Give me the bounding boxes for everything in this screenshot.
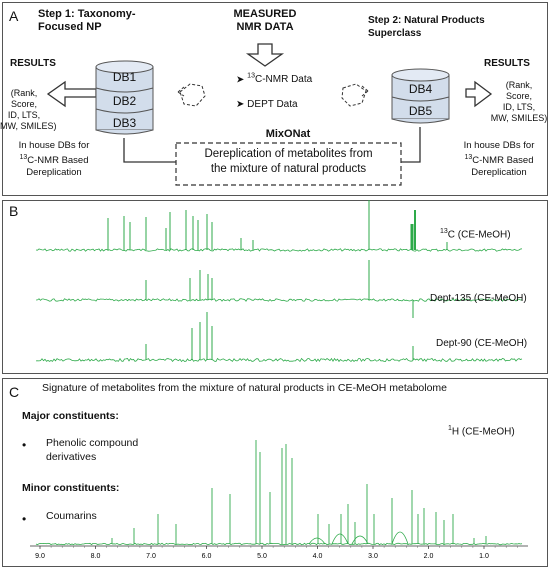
spectrum-dept90-trace bbox=[35, 357, 523, 363]
db-left-cylinder bbox=[95, 60, 154, 135]
step2-title: Step 2: Natural Products Superclass bbox=[368, 15, 485, 39]
inhouse-left: In house DBs for 13C-NMR Based Dereplica… bbox=[18, 140, 90, 179]
db5-label: DB5 bbox=[408, 104, 433, 118]
cycle-left-icon bbox=[177, 83, 206, 107]
spectrum-label-dept135: Dept-135 (CE-MeOH) bbox=[430, 293, 527, 304]
db1-label: DB1 bbox=[112, 70, 137, 84]
minor-constituents-title: Minor constituents: bbox=[22, 482, 120, 494]
db-right-cylinder bbox=[391, 68, 450, 124]
results-right-list: (Rank, Score, ID, LTS, MW, SMILES) bbox=[490, 80, 548, 123]
connector-left bbox=[123, 138, 176, 163]
panel-c-label: C bbox=[9, 384, 20, 400]
spectrum-label-13c: 13C (CE-MeOH) bbox=[440, 228, 511, 241]
spectrum-1h-bump bbox=[331, 533, 349, 545]
data-item-dept-text: DEPT Data bbox=[247, 99, 298, 110]
measured-nmr-title: MEASURED NMR DATA bbox=[233, 8, 297, 33]
panel-a-label: A bbox=[9, 8, 19, 24]
axis-tick-label: 2.0 bbox=[424, 553, 434, 560]
axis-tick-label: 4.0 bbox=[313, 553, 323, 560]
panel-b-label: B bbox=[9, 203, 19, 219]
axis-tick-label: 1.0 bbox=[479, 553, 489, 560]
spectrum-1h-trace bbox=[35, 542, 523, 546]
inhouse-right: In house DBs for 13C-NMR Based Dereplica… bbox=[463, 140, 535, 179]
axis-tick-label: 7.0 bbox=[146, 553, 156, 560]
connector-right bbox=[400, 127, 421, 163]
axis-tick-label: 9.0 bbox=[35, 553, 45, 560]
data-item-dept: ➤ DEPT Data bbox=[236, 99, 298, 110]
mixonat-description: Dereplication of metabolites from the mi… bbox=[204, 148, 373, 175]
db4-label: DB4 bbox=[408, 82, 433, 96]
spectrum-label-1h: 1H (CE-MeOH) bbox=[448, 425, 515, 438]
axis-tick-label: 8.0 bbox=[91, 553, 101, 560]
minor-constituents-item: Coumarins bbox=[46, 510, 97, 522]
left-arrow-icon bbox=[46, 80, 97, 108]
major-bullet: • bbox=[22, 438, 27, 452]
spectrum-dept135-trace bbox=[35, 298, 523, 302]
mixonat-title: MixONat bbox=[265, 128, 311, 140]
db3-label: DB3 bbox=[112, 116, 137, 130]
spectrum-1h-bump bbox=[308, 537, 326, 545]
major-constituents-item: Phenolic compound derivatives bbox=[46, 437, 139, 463]
panel-c-title: Signature of metabolites from the mixtur… bbox=[42, 382, 448, 394]
spectrum-1h-bump bbox=[351, 535, 369, 545]
spectrum-1h-bump bbox=[391, 531, 409, 545]
panel-a-graphics bbox=[46, 43, 493, 186]
panel-b bbox=[2, 200, 548, 374]
step1-title: Step 1: Taxonomy- Focused NP bbox=[38, 8, 136, 33]
panel-c bbox=[2, 378, 548, 567]
data-item-13c: ➤ 13C-NMR Data bbox=[236, 73, 313, 86]
cycle-right-icon bbox=[341, 83, 369, 107]
data-item-13c-text: 13C-NMR Data bbox=[247, 73, 313, 86]
results-left-title: RESULTS bbox=[10, 58, 56, 69]
axis-tick-label: 5.0 bbox=[257, 553, 267, 560]
db2-label: DB2 bbox=[112, 94, 137, 108]
axis-tick-label: 6.0 bbox=[202, 553, 212, 560]
results-left-list: (Rank, Score, ID, LTS, MW, SMILES) bbox=[0, 88, 57, 131]
mixonat-box bbox=[175, 142, 402, 186]
minor-bullet: • bbox=[22, 512, 27, 526]
axis-tick-label: 3.0 bbox=[368, 553, 378, 560]
results-right-title: RESULTS bbox=[484, 58, 530, 69]
right-arrow-icon bbox=[465, 80, 493, 108]
spectrum-label-dept90: Dept-90 (CE-MeOH) bbox=[436, 338, 528, 349]
major-constituents-title: Major constituents: bbox=[22, 410, 119, 422]
spectrum-13c-trace bbox=[35, 248, 523, 252]
down-arrow-icon bbox=[245, 43, 285, 67]
